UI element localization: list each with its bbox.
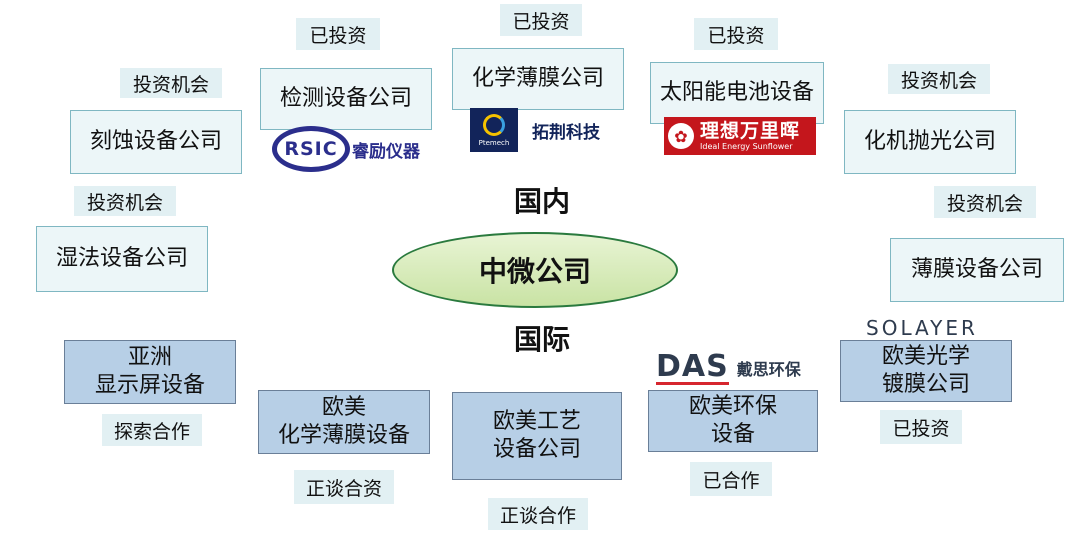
eu-process-label: 欧美工艺 设备公司 — [492, 409, 581, 462]
international-heading: 国际 — [513, 323, 570, 356]
solar-status-tag: 已投资 — [694, 18, 778, 50]
wet-company-label: 湿法设备公司 — [55, 246, 188, 271]
eu-env-label: 欧美环保 设备 — [688, 394, 777, 447]
eu-chem-film-label: 欧美 化学薄膜设备 — [277, 395, 410, 448]
solayer-logo-text: SOLAYER — [866, 316, 978, 340]
inspection-company-label: 检测设备公司 — [279, 86, 412, 111]
eu-process-box: 欧美工艺 设备公司 — [452, 392, 622, 480]
eu-chem-film-status-tag: 正谈合资 — [294, 470, 394, 504]
thin-film-status-tag: 投资机会 — [934, 186, 1036, 218]
chem-film-company-label: 化学薄膜公司 — [471, 66, 604, 91]
domestic-heading: 国内 — [513, 185, 570, 218]
das-logo: DAS 戴思环保 — [656, 350, 816, 386]
center-ellipse: 中微公司 — [392, 232, 678, 308]
solar-company-box: 太阳能电池设备 — [650, 62, 824, 124]
center-label: 中微公司 — [478, 255, 591, 288]
wet-company-box: 湿法设备公司 — [36, 226, 208, 292]
piotech-logo-mark: Ptemech — [470, 108, 518, 152]
ideal-energy-logo: ✿ 理想万里晖 Ideal Energy Sunflower — [664, 117, 816, 155]
cmp-company-label: 化机抛光公司 — [863, 129, 996, 154]
ideal-energy-logo-mark: ✿ — [668, 123, 694, 149]
etch-status-tag: 投资机会 — [120, 68, 222, 98]
asia-display-label: 亚洲 显示屏设备 — [94, 345, 205, 398]
ideal-energy-logo-cn: 理想万里晖 — [700, 119, 801, 142]
inspection-status-tag: 已投资 — [296, 18, 380, 50]
thin-film-company-label: 薄膜设备公司 — [910, 257, 1043, 282]
eu-env-box: 欧美环保 设备 — [648, 390, 818, 452]
etch-company-label: 刻蚀设备公司 — [89, 129, 222, 154]
eu-env-status-tag: 已合作 — [690, 462, 772, 496]
solayer-logo: SOLAYER — [866, 316, 1006, 340]
rsic-logo: RSIC 睿励仪器 — [272, 124, 432, 174]
piotech-logo: Ptemech 拓荆科技 — [470, 106, 620, 154]
das-logo-mark: DAS — [656, 348, 729, 385]
rsic-logo-mark: RSIC — [272, 126, 350, 172]
cmp-status-tag: 投资机会 — [888, 64, 990, 94]
rsic-logo-text: 睿励仪器 — [352, 141, 420, 162]
inspection-company-box: 检测设备公司 — [260, 68, 432, 130]
thin-film-company-box: 薄膜设备公司 — [890, 238, 1064, 302]
eu-optical-box: 欧美光学 镀膜公司 — [840, 340, 1012, 402]
ideal-energy-logo-en: Ideal Energy Sunflower — [700, 141, 793, 151]
chem-film-company-box: 化学薄膜公司 — [452, 48, 624, 110]
asia-display-status-tag: 探索合作 — [102, 414, 202, 446]
eu-optical-status-tag: 已投资 — [880, 410, 962, 444]
piotech-logo-text: 拓荆科技 — [532, 122, 600, 143]
wet-status-tag: 投资机会 — [74, 186, 176, 216]
asia-display-box: 亚洲 显示屏设备 — [64, 340, 236, 404]
eu-process-status-tag: 正谈合作 — [488, 498, 588, 530]
eu-optical-label: 欧美光学 镀膜公司 — [881, 344, 970, 397]
solar-company-label: 太阳能电池设备 — [659, 80, 814, 105]
eu-chem-film-box: 欧美 化学薄膜设备 — [258, 390, 430, 454]
chem-film-status-tag: 已投资 — [500, 4, 582, 36]
das-logo-text: 戴思环保 — [736, 360, 801, 379]
cmp-company-box: 化机抛光公司 — [844, 110, 1016, 174]
etch-company-box: 刻蚀设备公司 — [70, 110, 242, 174]
